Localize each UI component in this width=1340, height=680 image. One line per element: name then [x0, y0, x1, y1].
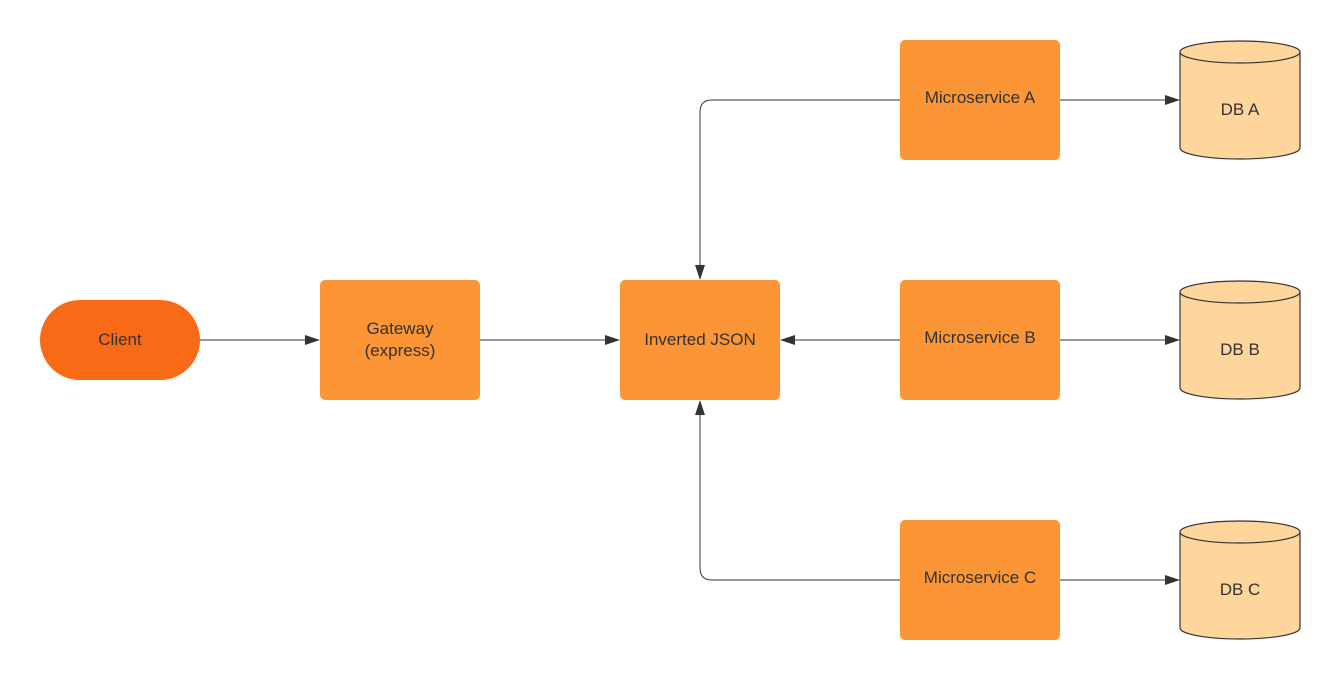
edge-microservice-c-to-inverted-json — [695, 400, 900, 581]
microservice-a-node[interactable]: Microservice A — [900, 40, 1060, 160]
db-a-label: DB A — [1220, 100, 1260, 119]
db-a-node[interactable]: DB A — [1180, 70, 1300, 150]
database-cylinder-c — [1179, 520, 1301, 640]
gateway-node[interactable]: Gateway (express) — [320, 280, 480, 400]
edge-microservice-b-to-inverted-json — [780, 335, 900, 345]
inverted-json-label: Inverted JSON — [644, 330, 756, 349]
microservice-a-label: Microservice A — [924, 88, 1036, 107]
edge-microservice-c-to-db-c — [1060, 575, 1180, 585]
database-cylinder-a — [1179, 40, 1301, 160]
edge-client-to-gateway — [200, 335, 320, 345]
edge-gateway-to-inverted-json — [480, 335, 620, 345]
microservice-c-label: Microservice C — [923, 568, 1037, 587]
gateway-label: Gateway — [366, 319, 434, 338]
microservice-b-node[interactable]: Microservice B — [900, 280, 1060, 400]
client-node[interactable]: Client — [40, 300, 200, 380]
db-b-label: DB B — [1220, 340, 1260, 359]
client-label: Client — [98, 330, 142, 349]
microservice-b-label: Microservice B — [924, 328, 1036, 347]
edge-microservice-a-to-inverted-json — [695, 99, 900, 280]
db-b-node[interactable]: DB B — [1180, 310, 1300, 390]
db-c-node[interactable]: DB C — [1180, 550, 1300, 630]
db-c-label: DB C — [1219, 580, 1261, 599]
edge-microservice-a-to-db-a — [1060, 95, 1180, 105]
inverted-json-node[interactable]: Inverted JSON — [620, 280, 780, 400]
database-cylinder-b — [1179, 280, 1301, 400]
gateway-sublabel: (express) — [364, 341, 436, 360]
microservice-c-node[interactable]: Microservice C — [900, 520, 1060, 640]
edge-microservice-b-to-db-b — [1060, 335, 1180, 345]
